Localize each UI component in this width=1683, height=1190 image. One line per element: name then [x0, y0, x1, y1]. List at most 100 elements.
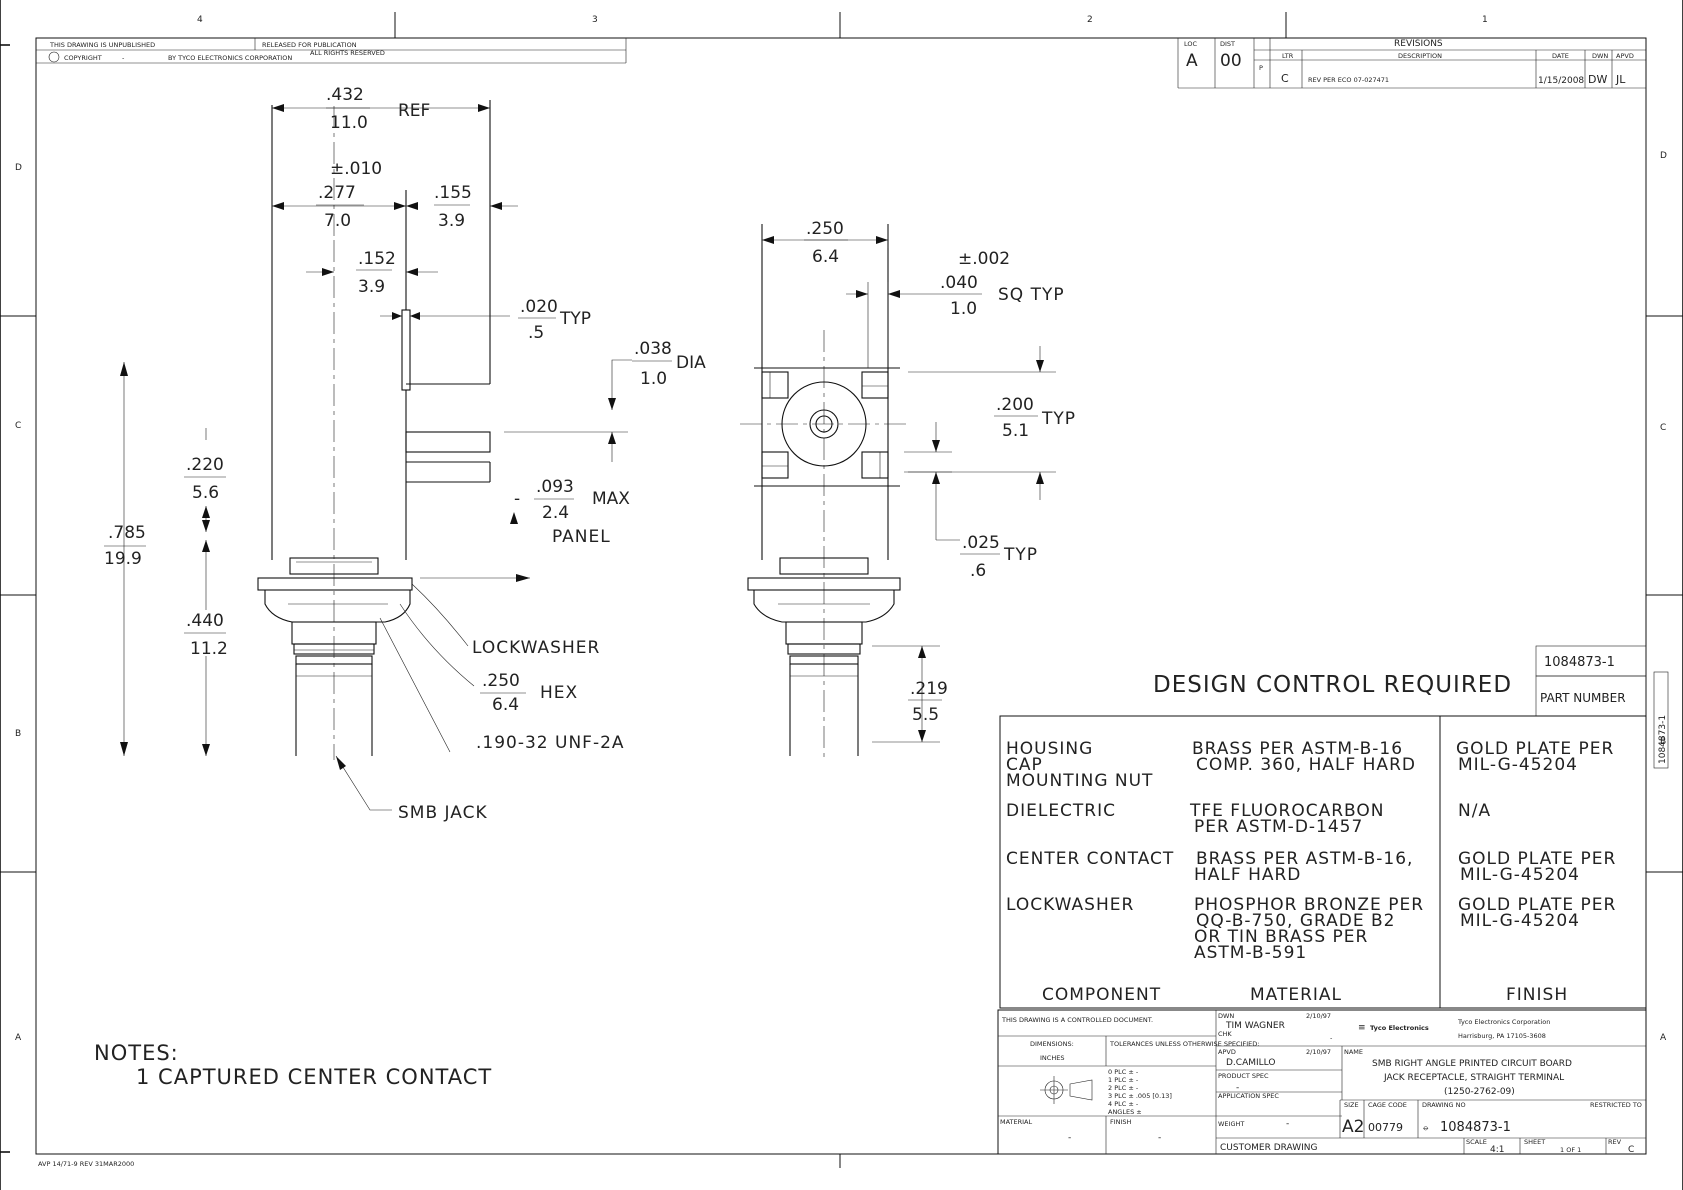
- chk-label: CHK: [1218, 1030, 1232, 1038]
- thread-callout: .190-32 UNF-2A: [476, 733, 625, 753]
- scale-value: 4:1: [1490, 1145, 1504, 1155]
- dim-440-bottom: 11.2: [190, 639, 228, 659]
- component-housing: HOUSING: [1006, 739, 1093, 759]
- material-center-contact-2: HALF HARD: [1194, 865, 1301, 885]
- finish-center-contact-2: MIL-G-45204: [1460, 865, 1580, 885]
- side-view-dimensions: .432 11.0 REF ±.010 .277 7.0 .155 3.9 .1…: [104, 85, 706, 823]
- front-view-dimensions: .250 6.4 ±.002 .040 1.0 SQ TYP .200 5.1 …: [761, 219, 1076, 743]
- dim-tolerance-002: ±.002: [958, 249, 1010, 269]
- material-lockwasher-3: OR TIN BRASS PER: [1194, 927, 1368, 947]
- rev-col-p: P: [1259, 64, 1263, 72]
- header-finish: FINISH: [1506, 985, 1568, 1005]
- rev-col-ltr: LTR: [1282, 52, 1294, 60]
- dim-155-bottom: 3.9: [438, 211, 465, 231]
- zone-4: 4: [197, 15, 203, 25]
- rev-col-dwn: DWN: [1592, 52, 1608, 60]
- company-name: Tyco Electronics Corporation: [1457, 1018, 1550, 1026]
- hex-dim-top: .250: [482, 671, 520, 691]
- copyright-text: COPYRIGHT: [64, 54, 102, 62]
- materials-table: HOUSING CAP MOUNTING NUT BRASS PER ASTM-…: [999, 715, 1647, 1009]
- dim-200-top: .200: [996, 395, 1034, 415]
- unpublished-header: THIS DRAWING IS UNPUBLISHED RELEASED FOR…: [36, 38, 627, 64]
- dim-440-top: .440: [186, 611, 224, 631]
- zone-b-right: B: [1660, 737, 1666, 747]
- dim-200-bottom: 5.1: [1002, 421, 1029, 441]
- finish-center-contact-1: GOLD PLATE PER: [1458, 849, 1616, 869]
- plc-4: 4 PLC ± -: [1108, 1100, 1139, 1108]
- component-cap: CAP: [1006, 755, 1043, 775]
- dim-025-top: .025: [962, 533, 1000, 553]
- materials-row-lockwasher: LOCKWASHER PHOSPHOR BRONZE PER QQ-B-750,…: [1006, 895, 1616, 963]
- restricted-label: RESTRICTED TO: [1590, 1101, 1642, 1109]
- material-center-contact-1: BRASS PER ASTM-B-16,: [1196, 849, 1413, 869]
- material-dielectric-1: TFE FLUOROCARBON: [1189, 801, 1385, 821]
- dim-040-top: .040: [940, 273, 978, 293]
- dim-020-bottom: .5: [528, 323, 544, 343]
- dim-785-bottom: 19.9: [104, 549, 142, 569]
- dim-038-bottom: 1.0: [640, 369, 667, 389]
- dim-093-panel: PANEL: [552, 527, 611, 547]
- zone-d-left: D: [15, 163, 22, 173]
- copyright-dash: -: [122, 54, 125, 62]
- plc-angles: ANGLES ±: [1108, 1108, 1142, 1116]
- chk-value: -: [1330, 1034, 1333, 1042]
- product-spec-label: PRODUCT SPEC: [1218, 1072, 1269, 1080]
- dim-155-top: .155: [434, 183, 472, 203]
- tyco-logo-text: Tyco Electronics: [1370, 1024, 1429, 1032]
- customer-drawing: CUSTOMER DRAWING: [1220, 1143, 1318, 1153]
- drawing-no-icon: ⦵: [1422, 1123, 1430, 1133]
- dim-432-suffix: REF: [398, 101, 430, 121]
- part-number-label: PART NUMBER: [1540, 691, 1626, 705]
- header-material: MATERIAL: [1250, 985, 1342, 1005]
- rev-date-value: 1/15/2008: [1538, 76, 1584, 86]
- zone-a-right: A: [1660, 1033, 1667, 1043]
- zone-b-left: B: [15, 729, 21, 739]
- rev-value: C: [1628, 1145, 1634, 1155]
- hex-dim-suffix: HEX: [540, 683, 578, 703]
- controlled-document: THIS DRAWING IS A CONTROLLED DOCUMENT.: [1001, 1016, 1153, 1024]
- zone-3: 3: [592, 15, 598, 25]
- dim-025-bottom: .6: [970, 561, 986, 581]
- released-text: RELEASED FOR PUBLICATION: [262, 41, 357, 49]
- dimensions-value: INCHES: [1040, 1054, 1064, 1062]
- dim-093-top: .093: [536, 477, 574, 497]
- zone-a-left: A: [15, 1033, 22, 1043]
- finish-lockwasher-2: MIL-G-45204: [1460, 911, 1580, 931]
- component-dielectric: DIELECTRIC: [1006, 801, 1116, 821]
- component-center-contact: CENTER CONTACT: [1006, 849, 1174, 869]
- rev-col-loc: LOC: [1184, 40, 1198, 48]
- dim-277-bottom: 7.0: [324, 211, 351, 231]
- copyright-icon: [48, 51, 60, 63]
- dim-038-suffix: DIA: [676, 353, 706, 373]
- rev-apvd-value: JL: [1615, 73, 1626, 86]
- dim-250-top: .250: [806, 219, 844, 239]
- rev-dist-value: 00: [1220, 51, 1242, 71]
- dim-093-suffix: MAX: [592, 489, 630, 509]
- title-line-1: SMB RIGHT ANGLE PRINTED CIRCUIT BOARD: [1372, 1059, 1572, 1069]
- scale-label: SCALE: [1466, 1138, 1487, 1146]
- dim-432-bottom: 11.0: [330, 113, 368, 133]
- dim-200-suffix: TYP: [1041, 409, 1076, 429]
- material-lockwasher-1: PHOSPHOR BRONZE PER: [1194, 895, 1424, 915]
- unpublished-text: THIS DRAWING IS UNPUBLISHED: [49, 41, 155, 49]
- dwn-name: TIM WAGNER: [1225, 1021, 1285, 1031]
- dimensions-label: DIMENSIONS:: [1030, 1040, 1074, 1048]
- finish-lockwasher-1: GOLD PLATE PER: [1458, 895, 1616, 915]
- tyco-logo: ≡ Tyco Electronics: [1358, 1023, 1429, 1033]
- dim-152-top: .152: [358, 249, 396, 269]
- rev-loc-value: A: [1186, 51, 1198, 71]
- notes-title: NOTES:: [94, 1041, 179, 1065]
- front-view-drawing: [740, 224, 910, 760]
- drawing-no-label: DRAWING NO: [1422, 1101, 1466, 1109]
- plc-1: 1 PLC ± -: [1108, 1076, 1139, 1084]
- weight-value: -: [1286, 1119, 1289, 1129]
- component-lockwasher: LOCKWASHER: [1006, 895, 1134, 915]
- title-block: THIS DRAWING IS A CONTROLLED DOCUMENT. D…: [997, 1009, 1647, 1155]
- zone-1: 1: [1482, 15, 1488, 25]
- dim-277-top: .277: [318, 183, 356, 203]
- side-view-drawing: [257, 100, 491, 760]
- dim-250-bottom: 6.4: [812, 247, 839, 267]
- finish-housing-2: MIL-G-45204: [1458, 755, 1578, 775]
